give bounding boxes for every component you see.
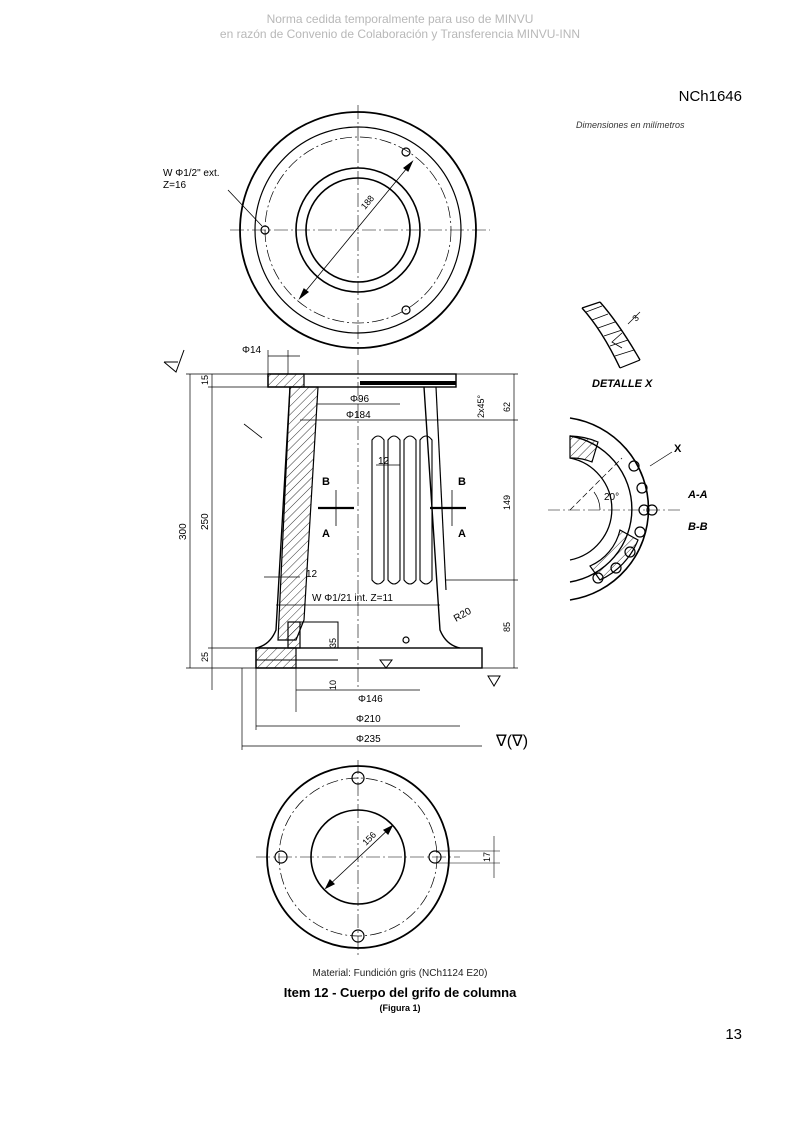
bolt-hole <box>274 850 288 864</box>
detail-title: DETALLE X <box>592 378 653 390</box>
dia-184: Φ184 <box>346 410 371 421</box>
height-25: 25 <box>200 652 210 662</box>
page-number: 13 <box>725 1026 742 1043</box>
detail-x-marker: X <box>674 443 682 455</box>
section-view: B A B A 300 250 15 25 10 35 62 2x45° <box>163 345 528 750</box>
height-15: 15 <box>200 375 210 385</box>
figure-number: (Figura 1) <box>379 1003 421 1013</box>
height-149: 149 <box>502 495 512 510</box>
bolt-hole <box>401 147 411 157</box>
thread-label: W Φ1/21 int. Z=11 <box>312 593 393 604</box>
bottom-dia-label: 156 <box>360 830 378 848</box>
document-id: NCh1646 <box>678 88 742 105</box>
units-note: Dimensiones en milímetros <box>576 120 685 130</box>
height-35: 35 <box>328 638 338 648</box>
width-12-wall: 12 <box>306 569 318 580</box>
section-bb-label: B-B <box>688 521 708 533</box>
bottom-dim: 17 <box>482 852 492 862</box>
width-12-top: 12 <box>378 456 390 467</box>
figure-title: Item 12 - Cuerpo del grifo de columna <box>283 985 517 1000</box>
dia-146: Φ146 <box>358 694 383 705</box>
detail-x: 3 DETALLE X <box>581 301 653 390</box>
dia-96: Φ96 <box>350 394 370 405</box>
section-a-right: A <box>458 528 466 540</box>
section-b-right: B <box>458 476 466 488</box>
material-note: Material: Fundición gris (NCh1124 E20) <box>312 968 488 979</box>
bottom-view: 156 17 <box>256 760 500 955</box>
watermark-line-2: en razón de Convenio de Colaboración y T… <box>219 27 581 41</box>
roughness-symbol: ∇(∇) <box>495 733 528 750</box>
dia-210: Φ210 <box>356 714 381 725</box>
hole-label: W Φ1/2" ext. <box>163 168 220 179</box>
angle-20: 20° <box>604 492 619 503</box>
section-a-left: A <box>322 528 330 540</box>
dia-235: Φ235 <box>356 734 381 745</box>
detail-dim: 3 <box>630 313 641 324</box>
section-b-left: B <box>322 476 330 488</box>
radius-20: R20 <box>452 606 474 625</box>
side-partial-view: 20° X A-A B-B <box>548 417 708 601</box>
height-300: 300 <box>178 523 189 540</box>
height-250: 250 <box>200 513 211 530</box>
bolt-hole <box>351 771 365 785</box>
hole-count: Z=16 <box>163 180 187 191</box>
watermark-line-1: Norma cedida temporalmente para uso de M… <box>266 12 534 26</box>
section-aa-label: A-A <box>687 489 708 501</box>
height-62: 62 <box>502 402 512 412</box>
top-view: 188 W Φ1/2" ext. Z=16 <box>163 105 490 355</box>
height-10: 10 <box>328 680 338 690</box>
bolt-hole <box>401 305 411 315</box>
bolt-hole <box>260 225 270 235</box>
dia-14: Φ14 <box>242 345 262 356</box>
chamfer: 2x45° <box>476 394 486 418</box>
height-85: 85 <box>502 622 512 632</box>
bolt-hole <box>351 929 365 943</box>
